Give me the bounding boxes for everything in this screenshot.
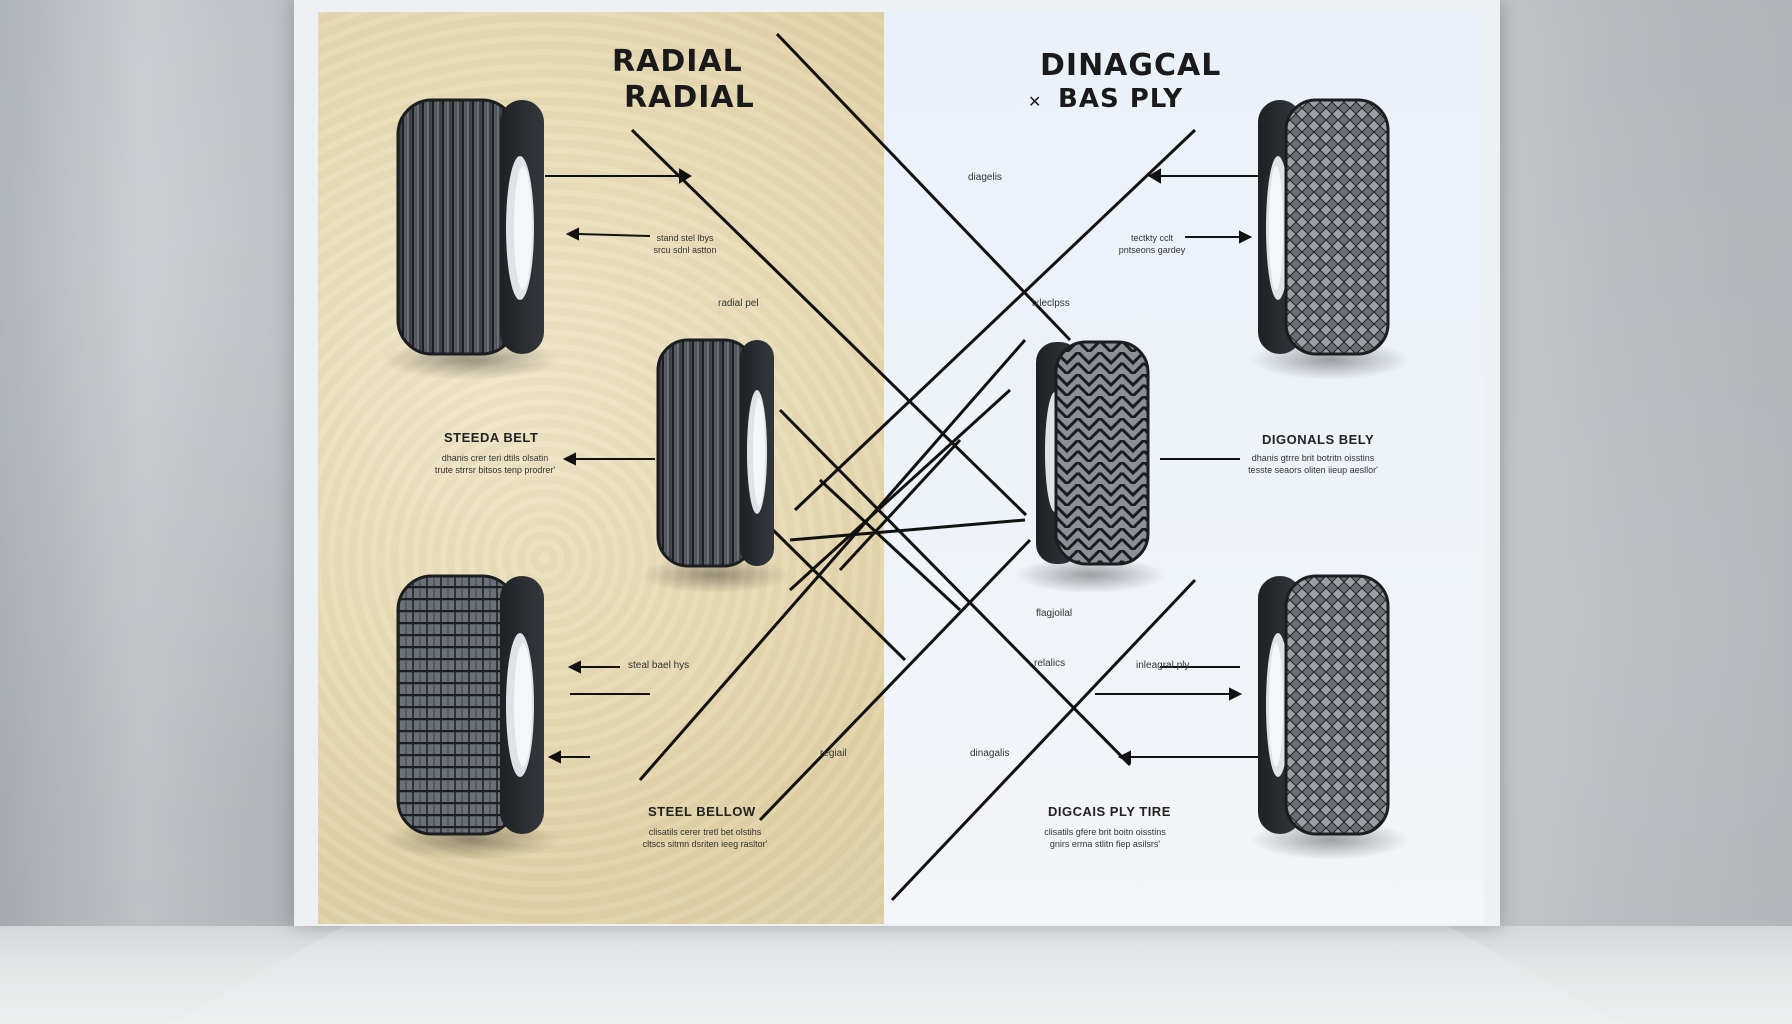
bias-ply-tire-heading: DIGCAIS PLY TIRE xyxy=(1048,804,1171,819)
steel-belt-plies-tag: steal bael hys xyxy=(628,660,690,671)
steel-belt-heading: STEEDA BELT xyxy=(444,430,539,445)
fragment-tag: flagjoilal xyxy=(1036,608,1073,619)
bias-title-line1: DINAGCAL xyxy=(1040,48,1222,83)
bias-title-line2: BAS PLY xyxy=(1058,84,1184,114)
bias-ply-tire-description: clisatils gfere brit boitn oisstins gnir… xyxy=(1044,827,1166,849)
integral-ply-tag: inleagral ply xyxy=(1136,660,1190,671)
bias-title-symbol: ✕ xyxy=(1028,92,1043,111)
steel-bellow-heading: STEEL BELLOW xyxy=(648,804,756,819)
diagonal-belt-description: dhanis gtrre brit botritn oisstins tesst… xyxy=(1248,453,1378,475)
bias-tire-top xyxy=(1258,98,1390,356)
radial-top-note: stand stel lbys srcu sdnl astton xyxy=(653,233,717,255)
steel-bellow-description: clisatils cerer tretl bet olstihs cltscs… xyxy=(642,827,768,849)
diagram-svg xyxy=(380,32,1410,902)
floor-platform xyxy=(170,926,1622,1024)
radial-lower-tag: regiail xyxy=(820,748,847,759)
relalics-tag: relalics xyxy=(1034,658,1066,669)
radial-ply-tag: radial pel xyxy=(718,298,759,309)
steel-belt-description: dhanis crer teri dtils olsatin trute str… xyxy=(434,453,556,475)
radial-title-line1: RADIAL xyxy=(612,44,743,79)
diagonals-top-tag: diagelis xyxy=(968,172,1002,183)
bias-tire-middle xyxy=(1036,340,1150,566)
diagonals-bottom-tag: dinagalis xyxy=(970,748,1010,759)
arrows xyxy=(545,168,1260,764)
bias-tire-bottom xyxy=(1258,574,1390,836)
bias-mid-tag: ixleclpss xyxy=(1032,298,1070,309)
radial-tire-middle xyxy=(656,338,774,568)
radial-title-line2: RADIAL xyxy=(624,80,755,115)
radial-tire-bottom xyxy=(396,574,544,836)
connector-lines xyxy=(630,32,1197,902)
bias-top-note: tectkty cclt pntseons gardey xyxy=(1118,233,1186,255)
diagonal-belt-heading: DIGONALS BELY xyxy=(1262,432,1375,447)
radial-tire-top xyxy=(396,98,544,356)
tire-shadow xyxy=(1015,557,1165,593)
tire-shadow xyxy=(640,557,790,593)
